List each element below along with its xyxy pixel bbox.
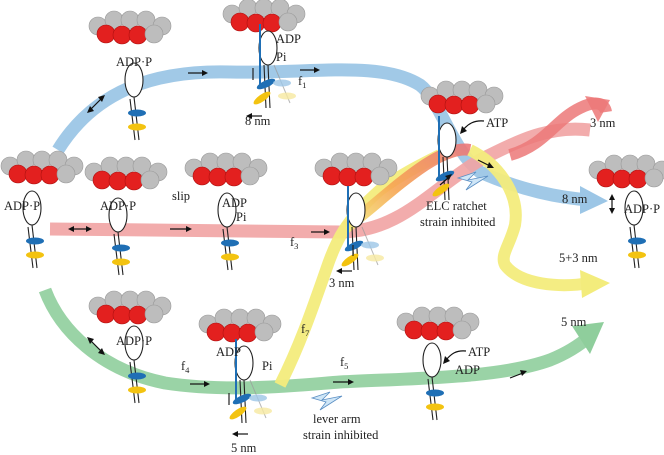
step-size-label: 5 nm bbox=[561, 315, 587, 329]
lightning-icon bbox=[310, 391, 343, 411]
rate-constant: f5 bbox=[340, 355, 348, 371]
step-size-label: 8 nm bbox=[562, 192, 588, 206]
state-label-atp: ATP bbox=[486, 116, 508, 130]
red-pathway-arrowhead bbox=[585, 96, 610, 122]
yellow-pathway-up bbox=[274, 149, 443, 388]
state-label-adp-p: ADP·P bbox=[624, 202, 660, 216]
state-label-adp: ADP bbox=[222, 196, 247, 210]
state-label-adp-p: ADP·P bbox=[4, 199, 40, 213]
reaction-arrow bbox=[68, 67, 615, 437]
step-size-label: 3 nm bbox=[590, 116, 616, 130]
state-label-pi: Pi bbox=[276, 50, 287, 64]
step-size-label: 3 nm bbox=[329, 276, 355, 290]
atp-binding-arrow bbox=[445, 350, 467, 361]
state-label-adp-p: ADP·P bbox=[116, 334, 152, 348]
state-label-pi: Pi bbox=[262, 359, 273, 373]
state-label-adp-p: ADP·P bbox=[100, 199, 136, 213]
yellow-pathway-down bbox=[467, 144, 591, 292]
green-pathway-arrowhead bbox=[572, 322, 604, 354]
elc-ratchet-annotation: strain inhibited bbox=[420, 215, 496, 229]
state-label-atp: ATP bbox=[468, 345, 490, 359]
yellow-pathway-arrowhead bbox=[580, 270, 610, 298]
step-size-label: 8 nm bbox=[245, 114, 271, 128]
slip-label: slip bbox=[172, 189, 190, 203]
atp-binding-arrow bbox=[462, 120, 485, 131]
state-label-adp: ADP bbox=[276, 32, 301, 46]
lightning-icon bbox=[456, 171, 489, 191]
rate-constant: f7 bbox=[301, 322, 309, 338]
state-label-pi: Pi bbox=[236, 210, 247, 224]
rate-constant: f3 bbox=[290, 235, 298, 251]
atp-binding-arrow bbox=[460, 126, 467, 134]
lever-arm-annotation: lever arm bbox=[313, 412, 361, 426]
atp-binding-arrow bbox=[443, 356, 450, 364]
lever-arm-annotation: strain inhibited bbox=[303, 428, 379, 442]
state-label-adp: ADP bbox=[216, 345, 241, 359]
state-label-adp: ADP bbox=[455, 363, 480, 377]
blue-pathway-arrowhead bbox=[580, 186, 608, 214]
state-label-adp-p: ADP·P bbox=[116, 55, 152, 69]
step-size-label: 5+3 nm bbox=[559, 251, 598, 265]
green-pathway bbox=[38, 287, 595, 395]
elc-ratchet-annotation: ELC ratchet bbox=[426, 199, 487, 213]
rate-constant: f1 bbox=[298, 74, 306, 90]
step-size-label: 5 nm bbox=[231, 441, 257, 455]
rate-constant: f4 bbox=[181, 359, 190, 375]
